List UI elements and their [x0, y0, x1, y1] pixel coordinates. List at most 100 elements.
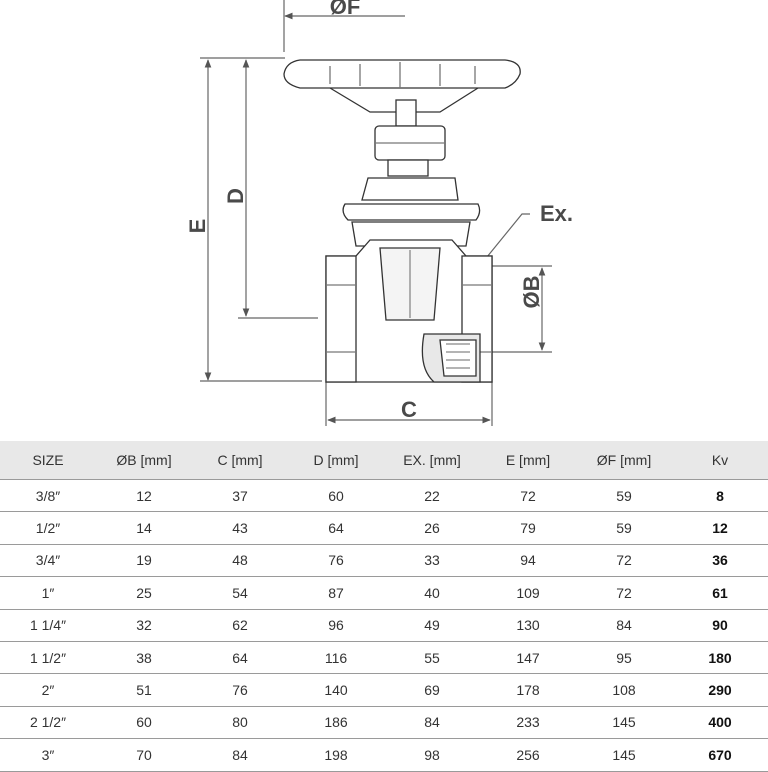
table-header-row: SIZE ØB [mm] C [mm] D [mm] EX. [mm] E [m… — [0, 441, 768, 480]
label-handwheel-height: D — [223, 188, 248, 204]
table-row: 1″ 25 54 87 40 109 72 61 — [0, 576, 768, 610]
cell-flange: 84 — [576, 609, 672, 642]
cell-size: 3/8″ — [0, 479, 96, 513]
cell-bore: 70 — [96, 738, 192, 772]
cell-kv: 290 — [672, 673, 768, 707]
cell-ex: 22 — [384, 479, 480, 513]
header-size: SIZE — [0, 441, 96, 480]
cell-e: 130 — [480, 609, 576, 642]
header-c: C [mm] — [192, 441, 288, 480]
cell-bore: 19 — [96, 544, 192, 578]
label-total-height: E — [185, 219, 210, 234]
cell-size: 2″ — [0, 673, 96, 707]
cell-size: 1″ — [0, 576, 96, 610]
cell-e: 178 — [480, 673, 576, 707]
cell-c: 37 — [192, 479, 288, 513]
cell-size: 1 1/4″ — [0, 609, 96, 642]
table-row: 1 1/2″ 38 64 116 55 147 95 180 — [0, 641, 768, 675]
table-row: 3″ 70 84 198 98 256 145 670 — [0, 738, 768, 772]
cell-c: 64 — [192, 641, 288, 675]
cell-c: 76 — [192, 673, 288, 707]
label-thread-depth: Ex. — [540, 201, 573, 226]
gate-valve-drawing: ØF E D Ex. ØB C — [185, 0, 573, 426]
cell-kv: 90 — [672, 609, 768, 642]
label-body-length: C — [401, 397, 417, 422]
handwheel — [283, 59, 521, 89]
table-row: 2″ 51 76 140 69 178 108 290 — [0, 673, 768, 707]
label-bore-diameter: ØB — [519, 276, 544, 309]
cell-e: 147 — [480, 641, 576, 675]
dimension-lines — [200, 0, 552, 426]
cell-ex: 69 — [384, 673, 480, 707]
cell-ex: 33 — [384, 544, 480, 578]
valve-body — [283, 59, 521, 383]
cell-ex: 40 — [384, 576, 480, 610]
cell-flange: 108 — [576, 673, 672, 707]
cell-ex: 49 — [384, 609, 480, 642]
cell-d: 116 — [288, 641, 384, 675]
cell-kv: 670 — [672, 738, 768, 772]
cell-flange: 95 — [576, 641, 672, 675]
header-flange-diameter: ØF [mm] — [576, 441, 672, 480]
cell-d: 60 — [288, 479, 384, 513]
cell-bore: 60 — [96, 706, 192, 740]
cell-bore: 38 — [96, 641, 192, 675]
cell-c: 84 — [192, 738, 288, 772]
cell-kv: 400 — [672, 706, 768, 740]
cell-c: 62 — [192, 609, 288, 642]
cell-kv: 12 — [672, 511, 768, 545]
header-d: D [mm] — [288, 441, 384, 480]
cell-flange: 72 — [576, 576, 672, 610]
cell-flange: 145 — [576, 738, 672, 772]
cell-d: 198 — [288, 738, 384, 772]
header-bore-diameter: ØB [mm] — [96, 441, 192, 480]
cell-flange: 72 — [576, 544, 672, 578]
cell-d: 64 — [288, 511, 384, 545]
cell-d: 140 — [288, 673, 384, 707]
table-row: 1/2″ 14 43 64 26 79 59 12 — [0, 511, 768, 545]
table-row: 1 1/4″ 32 62 96 49 130 84 90 — [0, 609, 768, 642]
cell-flange: 59 — [576, 511, 672, 545]
table-row: 3/4″ 19 48 76 33 94 72 36 — [0, 544, 768, 578]
cell-e: 109 — [480, 576, 576, 610]
cell-size: 1/2″ — [0, 511, 96, 545]
cell-bore: 51 — [96, 673, 192, 707]
cell-bore: 12 — [96, 479, 192, 513]
cell-size: 3″ — [0, 738, 96, 772]
header-kv: Kv — [672, 441, 768, 480]
cell-size: 2 1/2″ — [0, 706, 96, 740]
cell-size: 3/4″ — [0, 544, 96, 578]
cell-d: 186 — [288, 706, 384, 740]
cell-kv: 36 — [672, 544, 768, 578]
cell-c: 80 — [192, 706, 288, 740]
cell-ex: 84 — [384, 706, 480, 740]
cell-ex: 26 — [384, 511, 480, 545]
cell-e: 233 — [480, 706, 576, 740]
dimensions-table: SIZE ØB [mm] C [mm] D [mm] EX. [mm] E [m… — [0, 441, 768, 772]
cell-d: 96 — [288, 609, 384, 642]
label-flange-diameter: ØF — [330, 0, 361, 19]
cell-bore: 14 — [96, 511, 192, 545]
header-e: E [mm] — [480, 441, 576, 480]
cell-ex: 55 — [384, 641, 480, 675]
cell-c: 54 — [192, 576, 288, 610]
cell-kv: 8 — [672, 479, 768, 513]
cell-bore: 25 — [96, 576, 192, 610]
cell-e: 79 — [480, 511, 576, 545]
cell-d: 87 — [288, 576, 384, 610]
cell-flange: 145 — [576, 706, 672, 740]
cell-c: 48 — [192, 544, 288, 578]
cell-bore: 32 — [96, 609, 192, 642]
cell-e: 256 — [480, 738, 576, 772]
table-row: 3/8″ 12 37 60 22 72 59 8 — [0, 479, 768, 513]
table-row: 2 1/2″ 60 80 186 84 233 145 400 — [0, 706, 768, 740]
cell-kv: 61 — [672, 576, 768, 610]
header-ex: EX. [mm] — [384, 441, 480, 480]
cell-e: 94 — [480, 544, 576, 578]
cell-flange: 59 — [576, 479, 672, 513]
cell-e: 72 — [480, 479, 576, 513]
cell-size: 1 1/2″ — [0, 641, 96, 675]
cell-ex: 98 — [384, 738, 480, 772]
cell-c: 43 — [192, 511, 288, 545]
cell-d: 76 — [288, 544, 384, 578]
